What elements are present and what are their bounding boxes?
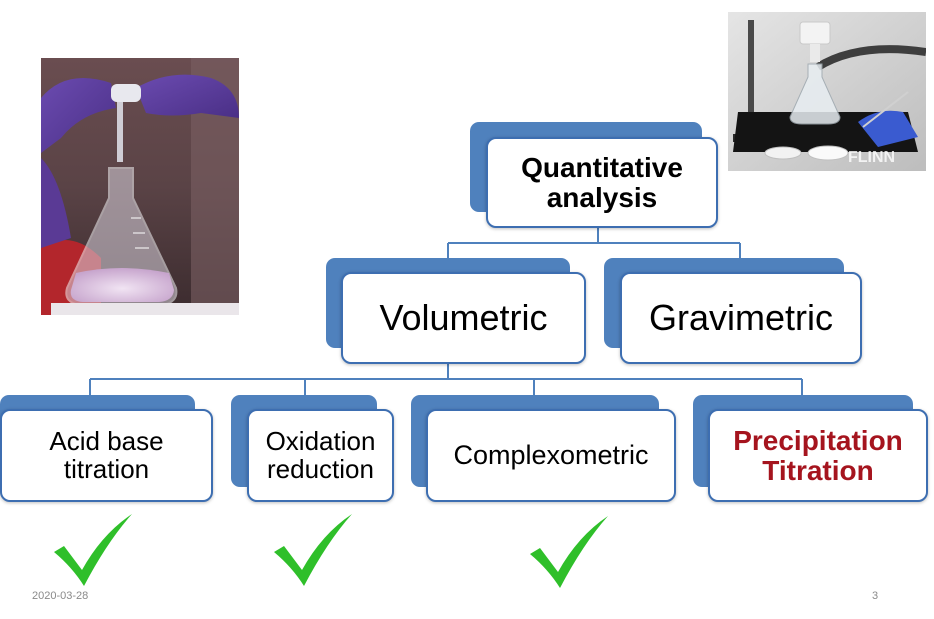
gravimetric-label: Gravimetric [648, 297, 833, 339]
titration-photo [41, 58, 239, 315]
filtration-photo: FLINN [728, 12, 926, 171]
root-node-quantitative-analysis: Quantitative analysis [486, 137, 718, 228]
acid-base-label: Acid base titration [49, 426, 164, 484]
oxidation-label: Oxidation reduction [265, 426, 376, 484]
complexometric-label: Complexometric [453, 440, 649, 471]
check-icon [54, 514, 132, 586]
complexometric-node: Complexometric [426, 409, 676, 502]
flinn-watermark: FLINN [848, 149, 895, 166]
root-node-label: Quantitative analysis [521, 152, 683, 213]
page-number: 3 [872, 590, 879, 602]
check-icon [530, 516, 608, 588]
volumetric-node: Volumetric [341, 272, 586, 364]
precipitation-label: Precipitation Titration [733, 425, 903, 486]
volumetric-label: Volumetric [379, 297, 548, 339]
gravimetric-node: Gravimetric [620, 272, 862, 364]
titration-illustration [41, 58, 239, 315]
precipitation-node: Precipitation Titration [708, 409, 928, 502]
filtration-illustration: FLINN [728, 12, 926, 171]
check-icon [274, 514, 352, 586]
footer-date: 2020-03-28 [32, 590, 89, 602]
oxidation-node: Oxidation reduction [247, 409, 394, 502]
acid-base-node: Acid base titration [0, 409, 213, 502]
